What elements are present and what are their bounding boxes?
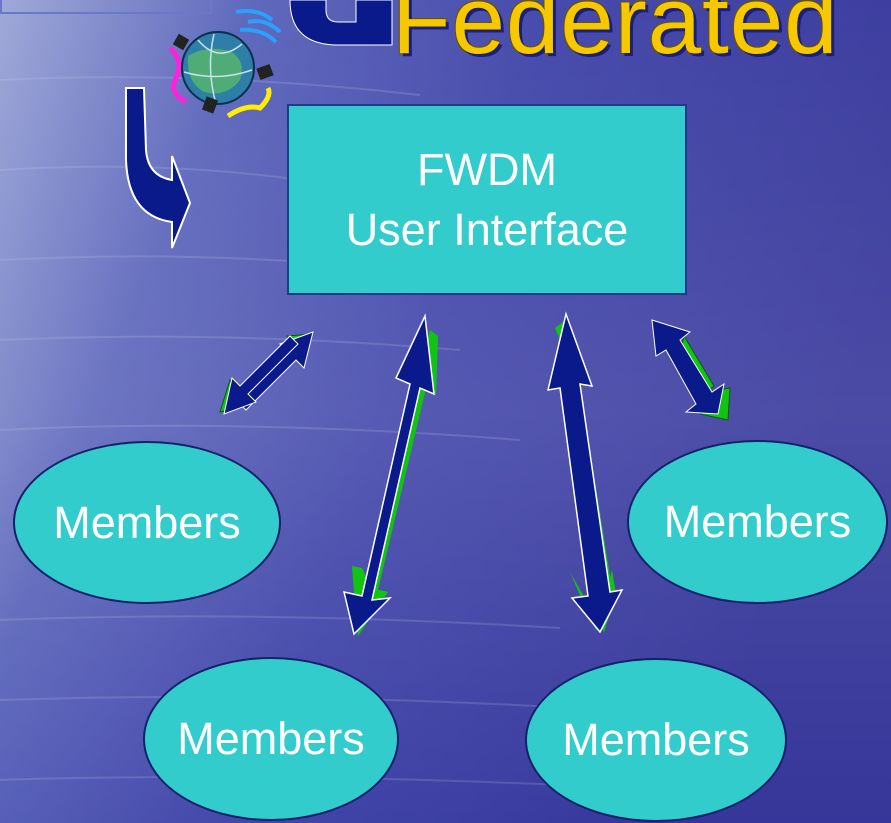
members-label: Members [562, 714, 750, 765]
members-label: Members [177, 713, 365, 764]
fwdm-user-interface-box: FWDM User Interface [287, 104, 687, 295]
box-line-1: FWDM [417, 143, 557, 195]
members-label: Members [663, 496, 852, 547]
members-node-right: Members [627, 440, 888, 604]
members-node-bottom-left: Members [143, 657, 399, 821]
members-node-bottom-right: Members [525, 658, 787, 822]
members-label: Members [53, 496, 241, 548]
box-line-2: User Interface [345, 203, 629, 255]
title-bar-box [0, 0, 212, 14]
members-node-left: Members [13, 441, 281, 604]
slide-title: Federated [392, 0, 839, 74]
